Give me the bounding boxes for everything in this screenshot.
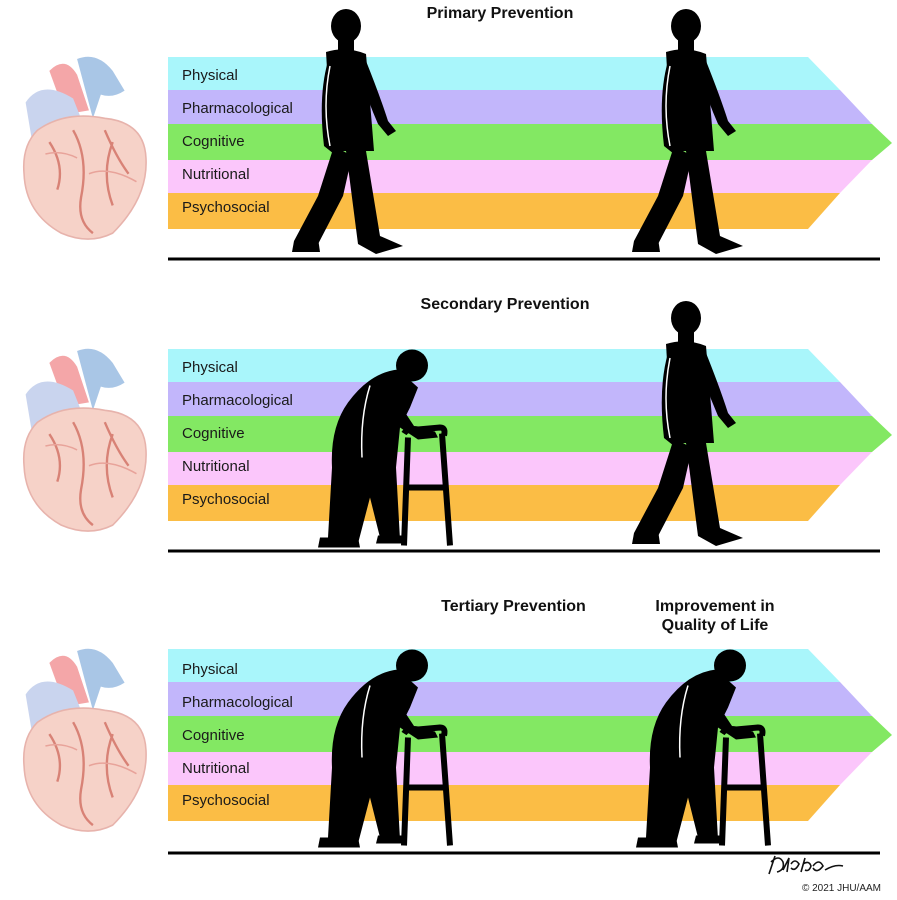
band-physical — [168, 349, 840, 382]
panel-title: Primary Prevention — [426, 5, 574, 22]
band-nutritional — [168, 160, 872, 193]
band-label-pharmacological: Pharmacological — [182, 392, 293, 409]
band-label-pharmacological: Pharmacological — [182, 694, 293, 711]
band-label-psychosocial: Psychosocial — [182, 491, 270, 508]
panel-tertiary: Physical Pharmacological Cognitive Nutri… — [0, 592, 897, 892]
band-label-physical: Physical — [182, 67, 238, 84]
band-label-cognitive: Cognitive — [182, 425, 245, 442]
band-physical — [168, 57, 840, 90]
band-cognitive — [168, 716, 892, 752]
panel-graphics — [22, 8, 892, 261]
band-label-nutritional: Nutritional — [182, 458, 250, 475]
band-label-nutritional: Nutritional — [182, 760, 250, 777]
band-label-pharmacological: Pharmacological — [182, 100, 293, 117]
panel-graphics — [22, 592, 892, 855]
band-cognitive — [168, 124, 892, 160]
band-nutritional — [168, 752, 872, 785]
band-label-physical: Physical — [182, 359, 238, 376]
heart-illustration — [22, 55, 148, 241]
panel-title: Secondary Prevention — [420, 296, 590, 313]
heart-illustration — [22, 347, 148, 533]
band-label-nutritional: Nutritional — [182, 166, 250, 183]
band-nutritional — [168, 452, 872, 485]
band-label-cognitive: Cognitive — [182, 727, 245, 744]
panel-title: Tertiary Prevention — [441, 598, 586, 615]
artist-signature — [768, 855, 844, 875]
band-label-physical: Physical — [182, 661, 238, 678]
panel-graphics — [22, 300, 892, 553]
panel-secondary: Physical Pharmacological Cognitive Nutri… — [0, 292, 897, 592]
band-label-cognitive: Cognitive — [182, 133, 245, 150]
band-label-psychosocial: Psychosocial — [182, 792, 270, 809]
band-label-psychosocial: Psychosocial — [182, 199, 270, 216]
panel-primary: Physical Pharmacological Cognitive Nutri… — [0, 0, 897, 300]
band-cognitive — [168, 416, 892, 452]
heart-illustration — [22, 647, 148, 833]
band-physical — [168, 649, 840, 682]
copyright-notice: © 2021 JHU/AAM — [801, 883, 881, 894]
